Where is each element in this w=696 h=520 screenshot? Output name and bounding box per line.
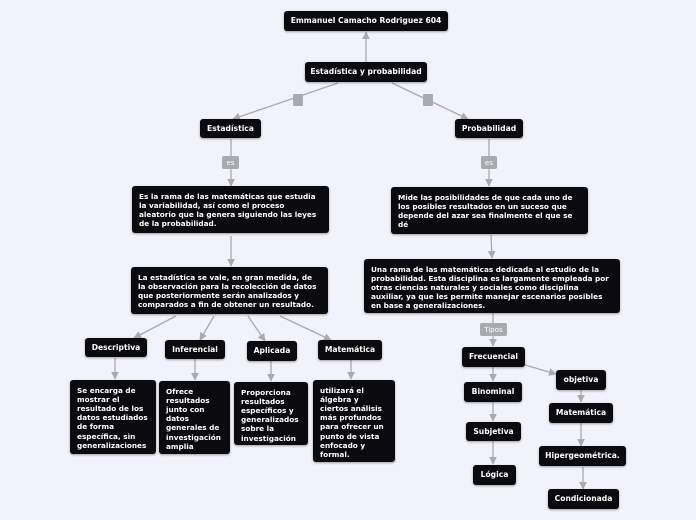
link-detail-inferencial bbox=[199, 315, 215, 341]
aplicada-description-node[interactable]: Proporciona resultados específicos y gen… bbox=[234, 382, 308, 445]
probabilidad-definition-node[interactable]: Mide las posibilidades de que cada uno d… bbox=[391, 187, 588, 234]
type-aplicada-node[interactable]: Aplicada bbox=[247, 341, 297, 361]
descriptiva-description-node[interactable]: Se encarga de mostrar el resultado de lo… bbox=[70, 380, 156, 454]
prob-type-hipergeometrica-node[interactable]: Hipergeométrica. bbox=[539, 446, 626, 466]
estadistica-detail-node[interactable]: La estadística se vale, en gran medida, … bbox=[131, 267, 328, 314]
prob-type-subjetiva-node[interactable]: Subjetiva bbox=[466, 422, 521, 441]
prob-type-matematica-node[interactable]: Matemática bbox=[549, 403, 613, 423]
type-matematica-node[interactable]: Matemática bbox=[318, 340, 382, 360]
inferencial-description-node[interactable]: Ofrece resultados junto con datos genera… bbox=[159, 381, 230, 454]
prob-type-condicionada-node[interactable]: Condicionada bbox=[548, 489, 619, 509]
estadistica-node[interactable]: Estadística bbox=[200, 119, 261, 138]
root-node[interactable]: Estadística y probabilidad bbox=[305, 62, 427, 82]
type-inferencial-node[interactable]: Inferencial bbox=[165, 340, 225, 359]
link-frecuencial-objetiva bbox=[524, 364, 557, 376]
probabilidad-types-label: Tipos bbox=[480, 323, 507, 336]
type-descriptiva-node[interactable]: Descriptiva bbox=[85, 338, 147, 357]
link-prob-definition-detail bbox=[487, 234, 496, 259]
link-detail-matematica bbox=[279, 315, 332, 341]
branch-handle-right[interactable] bbox=[423, 94, 433, 106]
branch-handle-left[interactable] bbox=[293, 94, 303, 106]
estadistica-definition-node[interactable]: Es la rama de las matemáticas que estudi… bbox=[132, 186, 329, 233]
matematica-description-node[interactable]: utilizará el álgebra y ciertos análisis … bbox=[313, 380, 395, 462]
estadistica-link-label: es bbox=[222, 156, 239, 169]
author-node[interactable]: Emmanuel Camacho Rodriguez 604 bbox=[284, 11, 448, 31]
prob-type-objetiva-node[interactable]: objetiva bbox=[556, 370, 606, 390]
prob-type-logica-node[interactable]: Lógica bbox=[473, 465, 516, 485]
prob-type-binominal-node[interactable]: Binominal bbox=[464, 382, 522, 402]
link-root-estadistica bbox=[232, 82, 339, 121]
link-detail-aplicada bbox=[247, 315, 266, 342]
prob-type-frecuencial-node[interactable]: Frecuencial bbox=[462, 347, 525, 367]
probabilidad-node[interactable]: Probabilidad bbox=[455, 119, 523, 138]
probabilidad-detail-node[interactable]: Una rama de las matemáticas dedicada al … bbox=[364, 259, 620, 313]
link-detail-descriptiva bbox=[133, 315, 177, 339]
probabilidad-link-label: es bbox=[481, 156, 497, 169]
